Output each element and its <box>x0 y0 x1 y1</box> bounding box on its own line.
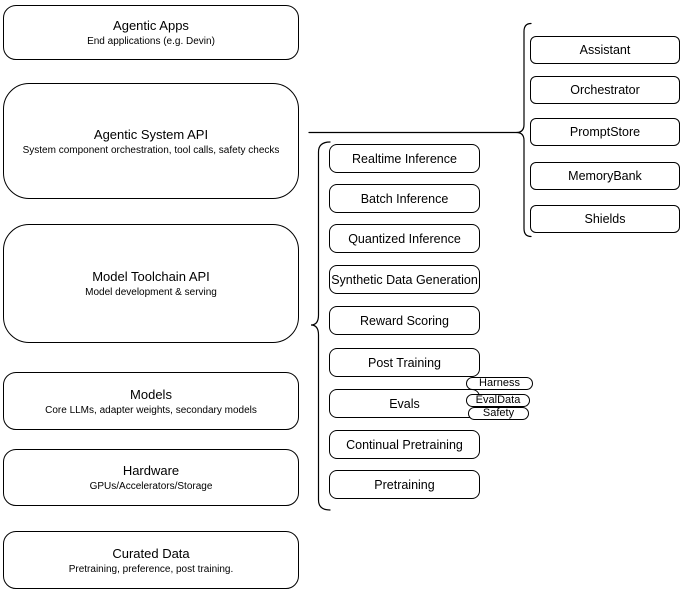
box-subtitle: Core LLMs, adapter weights, secondary mo… <box>45 404 257 416</box>
box-curated-data: Curated Data Pretraining, preference, po… <box>3 531 299 589</box>
box-agentic-system-api: Agentic System API System component orch… <box>3 83 299 199</box>
box-label: Assistant <box>579 43 631 57</box>
box-label: Quantized Inference <box>348 231 461 246</box>
box-title: Model Toolchain API <box>92 269 210 284</box>
box-label: MemoryBank <box>568 169 642 183</box>
box-batch-inference: Batch Inference <box>329 184 480 213</box>
box-title: Agentic System API <box>93 126 209 142</box>
box-title: Hardware <box>122 463 180 478</box>
box-subtitle: End applications (e.g. Devin) <box>87 36 215 47</box>
box-realtime-inference: Realtime Inference <box>329 144 480 173</box>
box-label: Post Training <box>368 355 441 370</box>
box-label: Evals <box>389 396 420 411</box>
pill-label: Harness <box>479 377 520 389</box>
box-title: Models <box>130 386 172 402</box>
box-title: Curated Data <box>112 545 190 561</box>
box-subtitle: Model development & serving <box>85 287 217 298</box>
brace-toolchain-components <box>310 141 331 511</box>
box-label: Batch Inference <box>360 191 449 206</box>
box-synthetic-data-generation: Synthetic Data Generation <box>329 265 480 294</box>
box-label: Pretraining <box>374 477 435 492</box>
pill-evaldata: EvalData <box>466 394 530 407</box>
box-title: Agentic Apps <box>113 18 189 33</box>
box-subtitle: System component orchestration, tool cal… <box>22 144 280 156</box>
box-orchestrator: Orchestrator <box>530 76 680 104</box>
pill-label: Safety <box>482 407 515 419</box>
box-shields: Shields <box>530 205 680 233</box>
box-memorybank: MemoryBank <box>530 162 680 190</box>
pill-label: EvalData <box>475 394 521 406</box>
box-label: Reward Scoring <box>360 313 449 328</box>
box-quantized-inference: Quantized Inference <box>329 224 480 253</box>
box-model-toolchain-api: Model Toolchain API Model development & … <box>3 224 299 343</box>
brace-system-components <box>516 22 532 238</box>
box-label: Orchestrator <box>570 83 640 97</box>
box-label: Shields <box>584 212 626 226</box>
box-agentic-apps: Agentic Apps End applications (e.g. Devi… <box>3 5 299 60</box>
box-assistant: Assistant <box>530 36 680 64</box>
box-continual-pretraining: Continual Pretraining <box>329 430 480 459</box>
box-models: Models Core LLMs, adapter weights, secon… <box>3 372 299 430</box>
box-reward-scoring: Reward Scoring <box>329 306 480 335</box>
box-label: Continual Pretraining <box>346 437 463 452</box>
box-label: Realtime Inference <box>352 151 457 166</box>
box-label: PromptStore <box>569 125 641 139</box>
box-promptstore: PromptStore <box>530 118 680 146</box>
box-subtitle: Pretraining, preference, post training. <box>68 563 234 575</box>
box-pretraining: Pretraining <box>329 470 480 499</box>
box-post-training: Post Training <box>329 348 480 377</box>
pill-safety: Safety <box>468 407 529 420</box>
box-subtitle: GPUs/Accelerators/Storage <box>89 481 213 492</box>
box-evals: Evals <box>329 389 480 418</box>
box-hardware: Hardware GPUs/Accelerators/Storage <box>3 449 299 506</box>
pill-harness: Harness <box>466 377 533 390</box>
box-label: Synthetic Data Generation <box>331 272 478 287</box>
